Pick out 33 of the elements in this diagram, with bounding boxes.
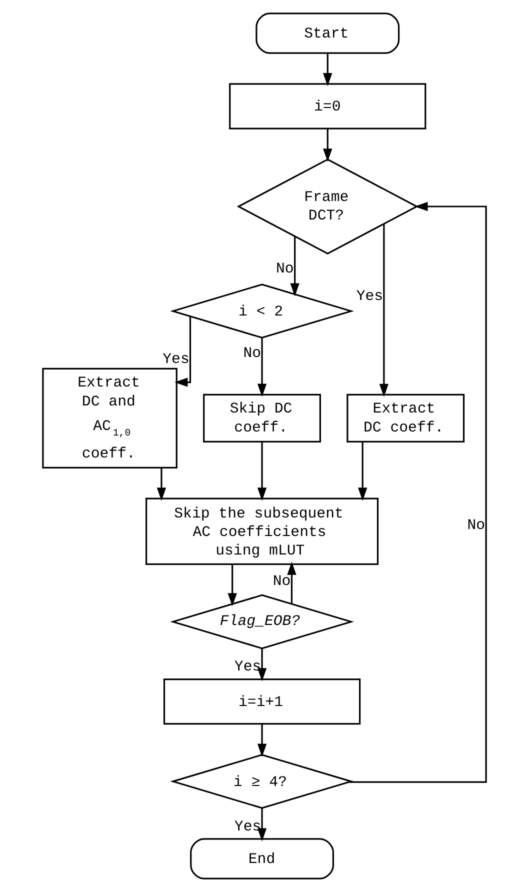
edge-label: No [243, 346, 262, 362]
edge-label: No [272, 574, 291, 590]
node-box: Skip DC coeff. [203, 394, 321, 442]
edge-label: Yes [234, 660, 262, 676]
node-box: Extract DC coeff. [346, 394, 465, 442]
arrow [228, 564, 237, 606]
arrow [257, 724, 267, 757]
arrow [358, 442, 368, 501]
edge-label: Yes [356, 289, 384, 306]
edge-label: Yes [234, 819, 262, 836]
arrow [174, 316, 192, 387]
arrow [257, 808, 267, 842]
node-diamond: i ≥ 4? [170, 754, 354, 809]
arrow [379, 224, 389, 397]
node-box: Start [256, 12, 400, 54]
arrow [290, 236, 300, 296]
node-box: End [190, 838, 334, 880]
arrow [257, 442, 267, 501]
node-box: Skip the subsequent AC coefficients using mLUT [146, 498, 379, 565]
arrow [257, 648, 267, 682]
arrow [287, 562, 296, 604]
node-box: i=i+1 [163, 678, 361, 725]
edge-label: No [276, 261, 294, 278]
arrow [349, 202, 487, 783]
edge-label: Yes [162, 352, 190, 368]
arrow [323, 129, 332, 162]
arrow [257, 338, 267, 397]
edge-label: No [467, 518, 486, 534]
node-diamond: Frame DCT? [236, 158, 418, 254]
node-box: Extract DC and AC$_{1,0}$ coeff. [42, 368, 178, 468]
node-box: i=0 [229, 83, 426, 130]
arrow [156, 468, 166, 501]
arrow [323, 53, 332, 86]
